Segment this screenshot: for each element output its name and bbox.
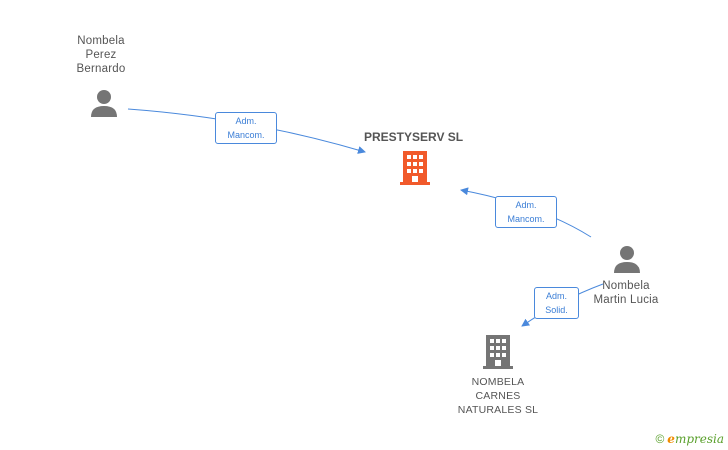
- building-icon[interactable]: [400, 151, 430, 185]
- company-prestyserv-title[interactable]: PRESTYSERV SL: [364, 130, 464, 144]
- company-nombela-carnes-label[interactable]: NOMBELA CARNES NATURALES SL: [457, 376, 539, 416]
- edge-role-badge[interactable]: Adm. Mancom.: [495, 196, 557, 228]
- edge-role-badge[interactable]: Adm. Solid.: [534, 287, 579, 319]
- edge-role-badge[interactable]: Adm. Mancom.: [215, 112, 277, 144]
- person-icon[interactable]: [612, 244, 642, 274]
- copyright-icon: ©: [655, 432, 665, 446]
- brand-logo: ©empresia: [655, 432, 724, 446]
- person-node-lucia-label[interactable]: Nombela Martin Lucia: [593, 280, 659, 306]
- building-icon[interactable]: [483, 335, 513, 369]
- person-icon[interactable]: [89, 88, 119, 118]
- person-node-bernardo-label[interactable]: Nombela Perez Bernardo: [76, 35, 126, 75]
